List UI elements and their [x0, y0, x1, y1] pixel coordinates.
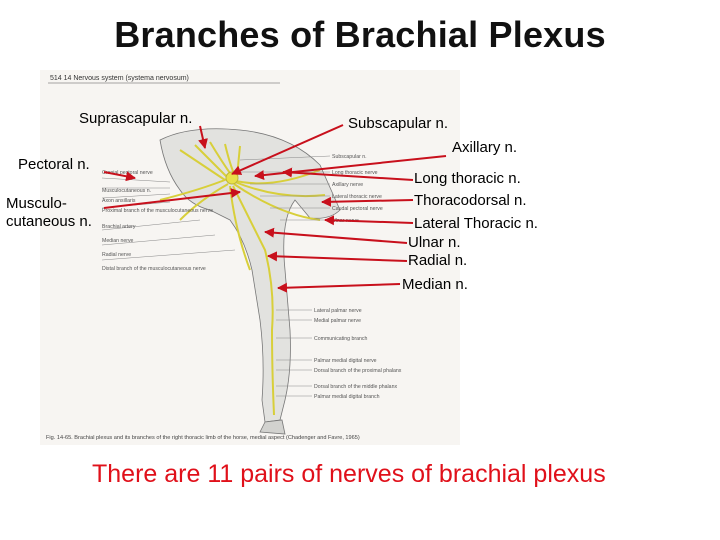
fig-lower-label: Palmar medial digital branch: [314, 394, 380, 400]
fig-right-label: Long thoracic nerve: [332, 170, 378, 176]
fig-lower-label: Palmar medial digital nerve: [314, 358, 377, 364]
fig-right-label: Lateral thoracic nerve: [332, 194, 382, 200]
arrow-lateral-thoracic: [324, 215, 414, 226]
arrow-suprascapular: [198, 125, 208, 149]
label-median: Median n.: [402, 276, 468, 293]
arrow-radial: [267, 251, 408, 262]
fig-right-label: Axillary nerve: [332, 182, 363, 188]
label-musculocutaneous-2: cutaneous n.: [6, 213, 92, 230]
label-musculocutaneous-1: Musculo-: [6, 195, 67, 212]
fig-left-label: Radial nerve: [102, 252, 131, 258]
label-long-thoracic: Long thoracic n.: [414, 170, 521, 187]
fig-right-label: Subscapular n.: [332, 154, 367, 160]
label-suprascapular: Suprascapular n.: [79, 110, 193, 127]
label-subscapular: Subscapular n.: [348, 115, 449, 132]
fig-right-label: Caudal pectoral nerve: [332, 206, 383, 212]
limb-illustration: [159, 128, 341, 435]
footer-note: There are 11 pairs of nerves of brachial…: [92, 460, 606, 488]
fig-left-label: Median nerve: [102, 238, 134, 244]
arrow-median: [277, 282, 401, 293]
fig-lower-label: Dorsal branch of the proximal phalanx: [314, 368, 402, 374]
page-title: Branches of Brachial Plexus: [114, 14, 606, 55]
label-radial: Radial n.: [408, 252, 468, 269]
figure-caption: Fig. 14-65. Brachial plexus and its bran…: [46, 435, 360, 441]
fig-lower-label: Communicating branch: [314, 336, 367, 342]
figure-header: 514 14 Nervous system (systema nervosum): [50, 75, 189, 82]
fig-lower-label: Lateral palmar nerve: [314, 308, 362, 314]
label-lateral-thoracic: Lateral Thoracic n.: [414, 215, 538, 232]
label-axillary: Axillary n.: [452, 139, 518, 156]
label-ulnar: Ulnar n.: [408, 234, 461, 251]
arrow-subscapular: [231, 124, 344, 175]
fig-left-label: Axon ansillaris: [102, 198, 136, 204]
label-thoracodorsal: Thoracodorsal n.: [414, 192, 527, 209]
fig-lower-label: Dorsal branch of the middle phalanx: [314, 384, 397, 390]
fig-lower-label: Medial palmar nerve: [314, 318, 361, 324]
arrow-pectoral: [103, 171, 136, 182]
arrow-thoracodorsal: [321, 196, 414, 207]
arrow-long-thoracic: [282, 167, 414, 181]
fig-left-label: Brachial artery: [102, 224, 136, 230]
anatomy-figure: 514 14 Nervous system (systema nervosum)…: [40, 70, 460, 445]
fig-left-label: Proximal branch of the musculocutaneous …: [102, 208, 213, 214]
fig-left-label: Distal branch of the musculocutaneous ne…: [102, 266, 206, 272]
arrow-musculocutaneous: [103, 188, 241, 209]
arrow-ulnar: [264, 227, 408, 244]
label-pectoral: Pectoral n.: [18, 156, 90, 173]
fig-left-label: Musculocutaneous n.: [102, 188, 151, 194]
